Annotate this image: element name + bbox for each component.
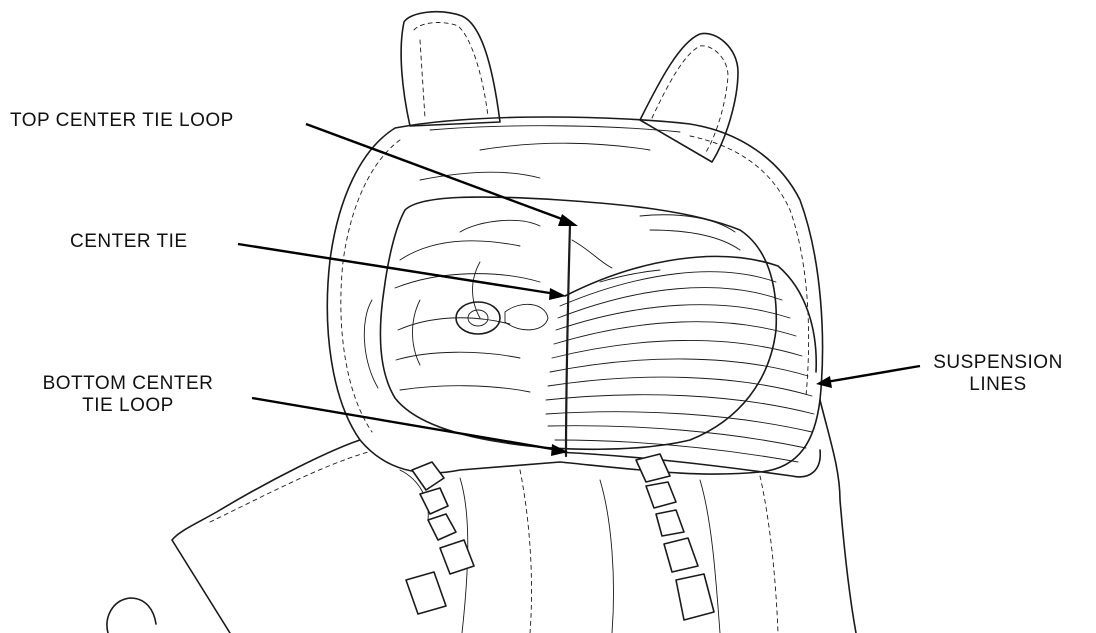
label-top-center-tie-loop: TOP CENTER TIE LOOP bbox=[10, 110, 234, 132]
suspension-lines-bundle bbox=[546, 215, 820, 477]
label-bottom-center-tie-loop: BOTTOM CENTER TIE LOOP bbox=[14, 373, 242, 417]
arrowhead-suspension-lines bbox=[816, 376, 832, 388]
arrowhead-center-tie bbox=[549, 288, 566, 300]
leader-bottom-center-tie-loop bbox=[252, 398, 558, 450]
arrowhead-top-center-tie-loop bbox=[558, 214, 578, 226]
label-suspension-line1: SUSPENSION bbox=[918, 352, 1078, 374]
label-bottom-center-line2: TIE LOOP bbox=[14, 395, 242, 417]
right-pack-flap bbox=[640, 33, 738, 162]
label-suspension-lines: SUSPENSION LINES bbox=[918, 352, 1078, 396]
pack-lower-body bbox=[172, 400, 856, 633]
leader-center-tie bbox=[238, 244, 556, 294]
left-pack-flap bbox=[401, 12, 500, 126]
left-connector-links bbox=[406, 462, 474, 614]
right-connector-links bbox=[636, 454, 714, 620]
packed-canopy-drawing bbox=[107, 12, 856, 633]
label-center-tie: CENTER TIE bbox=[70, 231, 188, 253]
label-suspension-line2: LINES bbox=[918, 374, 1078, 396]
partial-circle-mark bbox=[107, 598, 156, 633]
leader-top-center-tie-loop bbox=[306, 124, 570, 222]
label-bottom-center-line1: BOTTOM CENTER bbox=[14, 373, 242, 395]
leader-suspension-lines bbox=[826, 366, 920, 382]
